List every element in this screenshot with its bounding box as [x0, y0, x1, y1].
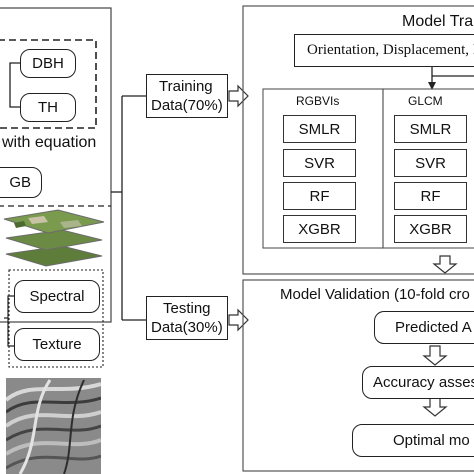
predicted-label: Predicted A — [395, 319, 472, 336]
predicted-box: Predicted A — [374, 311, 474, 344]
optimal-box: Optimal mo — [352, 424, 474, 457]
training-label-line1: Training — [159, 78, 213, 95]
training-data-box: Training Data(70%) — [146, 74, 228, 118]
feature-params-label: Orientation, Displacement, I — [307, 42, 474, 58]
dbh-box: DBH — [20, 49, 76, 78]
rgb-box: GB — [0, 167, 42, 198]
glcm-group-title: GLCM — [408, 94, 443, 108]
dbh-label: DBH — [32, 55, 64, 72]
th-box: TH — [20, 93, 76, 122]
params-bracket — [9, 62, 20, 108]
accuracy-label: Accuracy asses — [373, 374, 474, 391]
model-training-title: Model Trai — [402, 13, 474, 30]
texture-box: Texture — [14, 328, 100, 361]
glcm-model-smlr: SMLR — [394, 115, 467, 143]
rgbvis-model-smlr: SMLR — [283, 115, 356, 143]
optimal-label: Optimal mo — [393, 432, 470, 449]
testing-data-box: Testing Data(30%) — [146, 296, 228, 340]
glcm-model-xgbr: XGBR — [394, 215, 467, 243]
testing-label-line2: Data(30%) — [151, 319, 223, 336]
spectral-label: Spectral — [29, 288, 85, 305]
glcm-model-svr: SVR — [394, 149, 467, 177]
texture-label: Texture — [32, 336, 82, 353]
rgbvis-model-rf: RF — [283, 182, 356, 210]
feature-params-box: Orientation, Displacement, I — [294, 34, 474, 67]
left-panel-border — [0, 7, 112, 323]
training-label-line2: Data(70%) — [151, 97, 223, 114]
accuracy-box: Accuracy asses — [362, 366, 474, 399]
to-validation-arrow — [432, 255, 458, 274]
rgbvis-model-svr: SVR — [283, 149, 356, 177]
features-bracket — [7, 295, 14, 347]
spectral-box: Spectral — [14, 280, 100, 313]
th-label: TH — [38, 99, 58, 116]
glcm-group-border — [382, 88, 474, 249]
validation-panel-border — [242, 279, 474, 472]
rgb-label: GB — [9, 174, 31, 191]
step-arrow-1 — [422, 345, 448, 366]
glcm-model-rf: RF — [394, 182, 467, 210]
features-dotted-box — [8, 269, 104, 368]
params-dashed-box — [0, 39, 97, 129]
rgbvis-group-title: RGBVIs — [296, 94, 340, 108]
training-panel-border — [242, 5, 474, 275]
equation-label: with equation — [2, 134, 97, 151]
model-validation-title: Model Validation (10-fold cro — [280, 286, 470, 303]
rgbvis-model-xgbr: XGBR — [283, 215, 356, 243]
testing-label-line1: Testing — [163, 300, 211, 317]
